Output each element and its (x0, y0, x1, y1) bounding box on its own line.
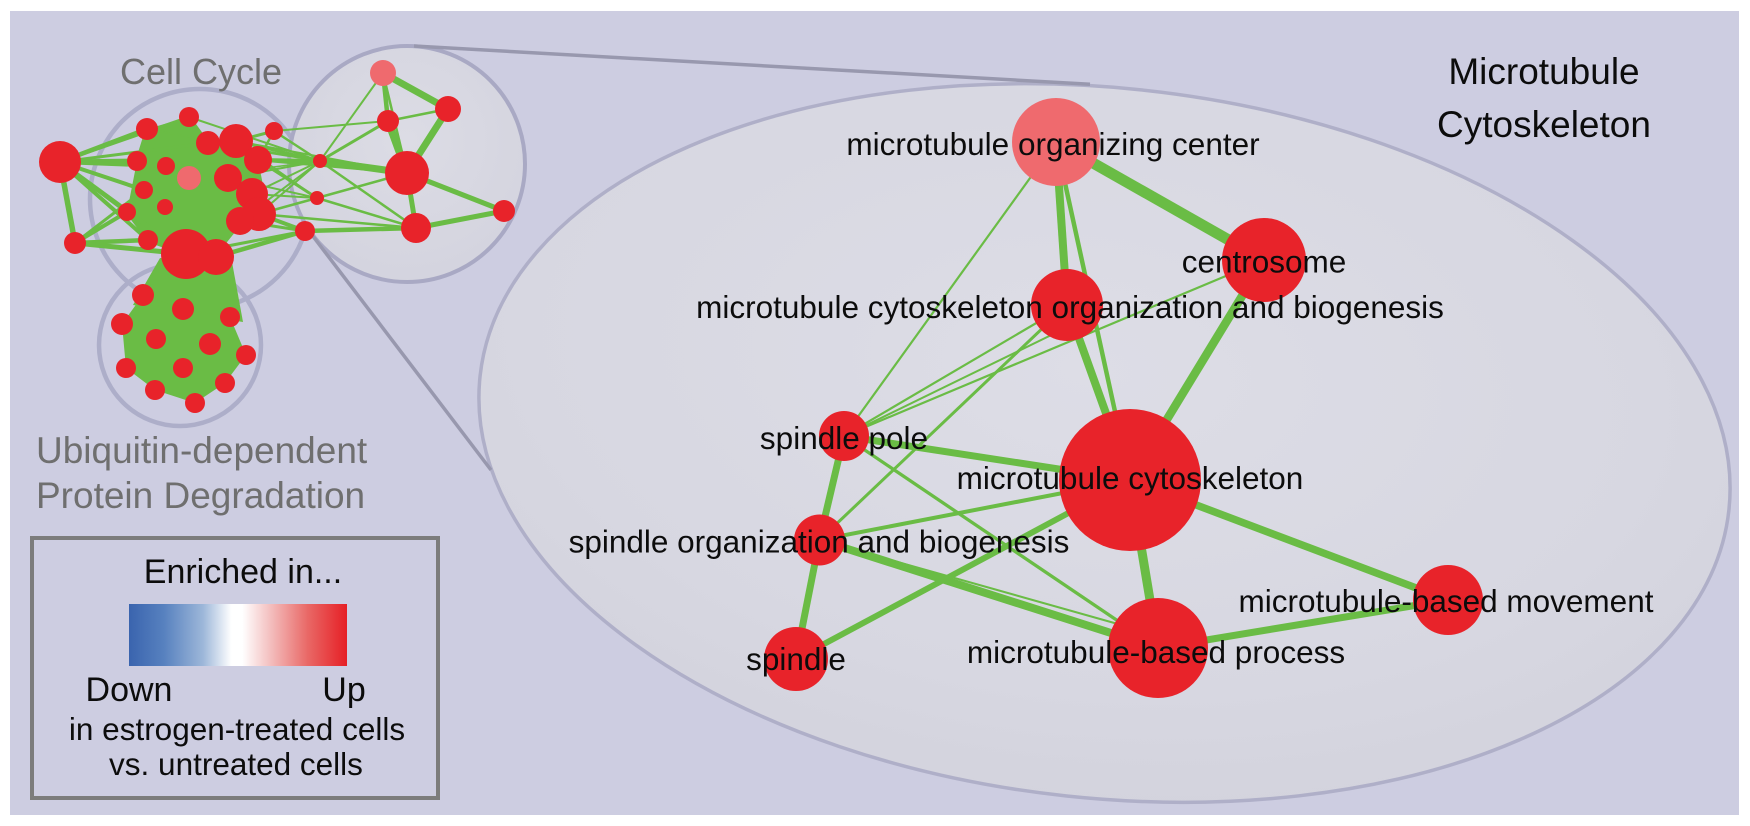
svg-text:Enriched in...: Enriched in... (144, 553, 342, 591)
svg-text:microtubule cytoskeleton: microtubule cytoskeleton (957, 460, 1304, 496)
svg-text:in estrogen-treated cells: in estrogen-treated cells (69, 711, 405, 747)
svg-text:Microtubule: Microtubule (1448, 51, 1639, 92)
svg-text:vs. untreated cells: vs. untreated cells (109, 746, 363, 782)
svg-text:Protein Degradation: Protein Degradation (36, 475, 365, 516)
svg-text:microtubule-based process: microtubule-based process (967, 634, 1345, 670)
svg-text:microtubule organizing center: microtubule organizing center (846, 126, 1259, 162)
svg-text:centrosome: centrosome (1182, 244, 1347, 280)
svg-text:spindle: spindle (746, 641, 846, 677)
svg-text:Cell Cycle: Cell Cycle (120, 51, 282, 92)
svg-text:spindle pole: spindle pole (760, 420, 928, 456)
svg-text:microtubule-based movement: microtubule-based movement (1239, 583, 1654, 619)
svg-text:spindle organization and bioge: spindle organization and biogenesis (569, 524, 1070, 560)
svg-text:Ubiquitin-dependent: Ubiquitin-dependent (36, 430, 368, 471)
svg-text:microtubule cytoskeleton organ: microtubule cytoskeleton organization an… (696, 289, 1444, 325)
svg-text:Cytoskeleton: Cytoskeleton (1437, 104, 1651, 145)
svg-text:Down: Down (86, 671, 173, 709)
svg-text:Up: Up (322, 671, 365, 709)
